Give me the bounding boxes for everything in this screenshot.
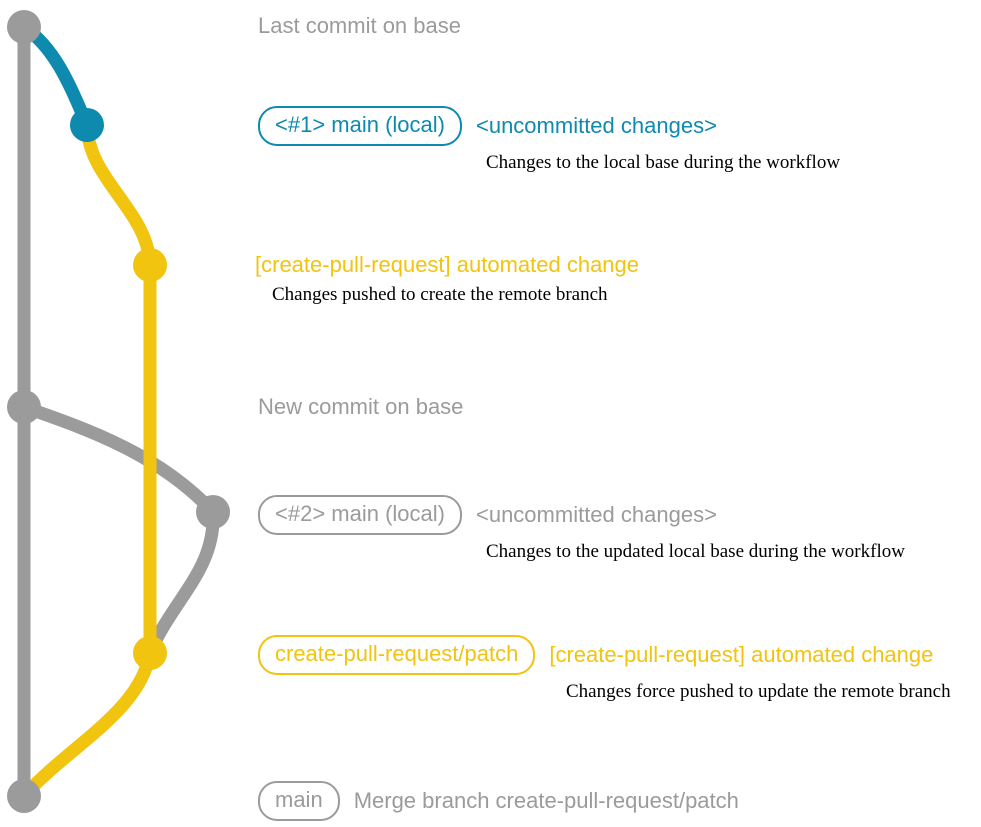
edge-remote-2-to-merge bbox=[17, 646, 157, 803]
row-automated-change-2: create-pull-request/patch [create-pull-r… bbox=[258, 635, 951, 703]
row-main-line: <#2> main (local) <uncommitted changes> bbox=[258, 495, 905, 535]
edge-base-new-to-local-2 bbox=[17, 400, 220, 519]
row-automated-change-1: [create-pull-request] automated change C… bbox=[255, 252, 639, 306]
row-headline: <uncommitted changes> bbox=[475, 113, 717, 138]
row-main-line: main Merge branch create-pull-request/pa… bbox=[258, 781, 739, 821]
local-commit-1-node[interactable] bbox=[70, 108, 104, 142]
base-new-commit-node[interactable] bbox=[7, 390, 41, 424]
row-headline: Merge branch create-pull-request/patch bbox=[353, 788, 739, 813]
row-headline: [create-pull-request] automated change bbox=[549, 642, 934, 667]
edge-local-1-to-remote-1 bbox=[80, 118, 157, 272]
row-main-line: create-pull-request/patch [create-pull-r… bbox=[258, 635, 951, 675]
branch-pill-create-pull-request-patch[interactable]: create-pull-request/patch bbox=[258, 635, 536, 675]
row-merge-commit: main Merge branch create-pull-request/pa… bbox=[258, 781, 739, 821]
row-headline: <uncommitted changes> bbox=[475, 502, 717, 527]
row-description: Changes to the local base during the wor… bbox=[486, 152, 841, 173]
row-local-main-2: <#2> main (local) <uncommitted changes> … bbox=[258, 495, 905, 563]
row-headline: Last commit on base bbox=[258, 13, 461, 38]
row-headline: New commit on base bbox=[258, 394, 464, 419]
base-head-commit-node[interactable] bbox=[7, 10, 41, 44]
row-description: Changes force pushed to update the remot… bbox=[566, 681, 951, 702]
remote-commit-2-node[interactable] bbox=[133, 636, 167, 670]
remote-commit-1-node[interactable] bbox=[133, 248, 167, 282]
row-description: Changes pushed to create the remote bran… bbox=[272, 284, 608, 305]
branch-pill-main[interactable]: main bbox=[258, 781, 340, 821]
row-local-main-1: <#1> main (local) <uncommitted changes> … bbox=[258, 106, 840, 174]
branch-pill-local-main-2[interactable]: <#2> main (local) bbox=[258, 495, 462, 535]
row-new-commit-on-base: New commit on base bbox=[258, 394, 463, 420]
row-last-commit-on-base: Last commit on base bbox=[258, 13, 461, 39]
edge-local-2-to-remote-2 bbox=[143, 505, 220, 660]
edge-base-head-to-local-1 bbox=[17, 20, 94, 132]
row-headline: [create-pull-request] automated change bbox=[255, 252, 640, 277]
row-description: Changes to the updated local base during… bbox=[486, 541, 905, 562]
row-main-line: <#1> main (local) <uncommitted changes> bbox=[258, 106, 840, 146]
local-commit-2-node[interactable] bbox=[196, 495, 230, 529]
branch-pill-local-main-1[interactable]: <#1> main (local) bbox=[258, 106, 462, 146]
merge-commit-node[interactable] bbox=[7, 779, 41, 813]
